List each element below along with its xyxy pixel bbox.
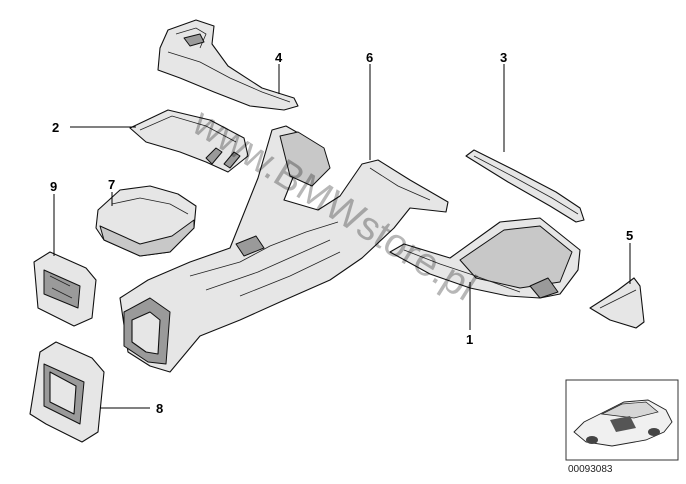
part-5-cover[interactable] bbox=[589, 277, 645, 329]
part-1-glove-box[interactable] bbox=[389, 217, 581, 299]
callout-3: 3 bbox=[500, 50, 507, 65]
callout-5: 5 bbox=[626, 228, 633, 243]
part-4-upper-trim[interactable] bbox=[157, 19, 299, 111]
callout-7: 7 bbox=[108, 177, 115, 192]
callout-6: 6 bbox=[366, 50, 373, 65]
diagram-code: 00093083 bbox=[568, 464, 613, 475]
callout-8: 8 bbox=[156, 401, 163, 416]
callout-9: 9 bbox=[50, 179, 57, 194]
callout-2: 2 bbox=[52, 120, 59, 135]
callout-1: 1 bbox=[466, 332, 473, 347]
part-9-bracket[interactable] bbox=[33, 251, 97, 327]
part-7-armrest-lid[interactable] bbox=[95, 185, 197, 257]
part-2-tray[interactable] bbox=[129, 109, 249, 173]
leader-lines bbox=[53, 64, 631, 409]
vehicle-locator-thumbnail: 00093083 bbox=[565, 379, 679, 475]
part-3-trim-strip[interactable] bbox=[465, 149, 585, 223]
part-6-center-console[interactable] bbox=[119, 125, 449, 373]
car-silhouette-icon bbox=[573, 399, 673, 447]
callout-4: 4 bbox=[275, 50, 283, 65]
part-8-rear-panel[interactable] bbox=[29, 341, 105, 443]
